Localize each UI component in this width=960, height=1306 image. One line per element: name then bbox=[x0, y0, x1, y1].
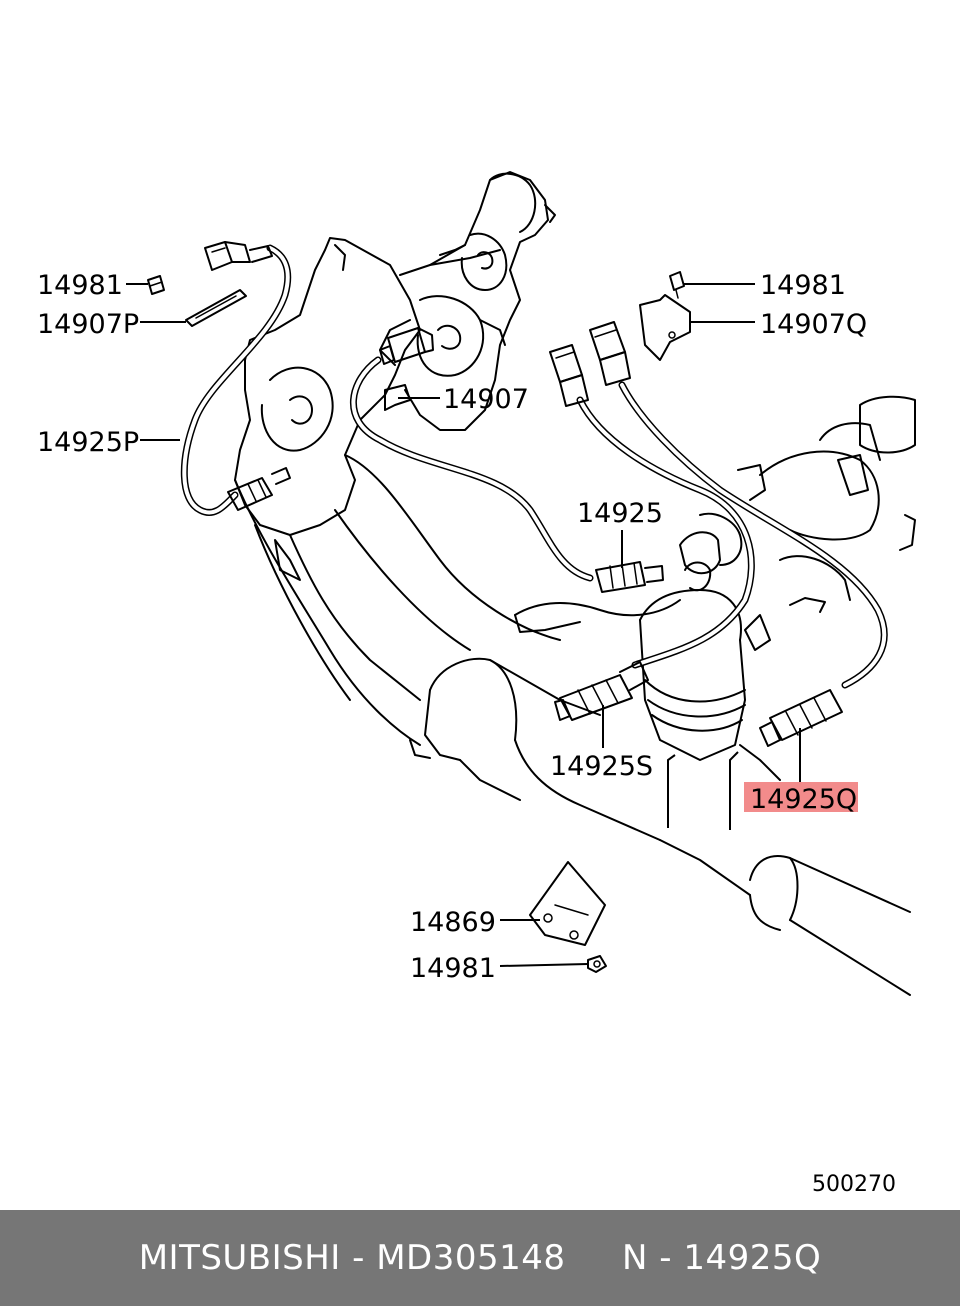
callout-14981-top-right: 14981 bbox=[760, 270, 846, 301]
exhaust-manifold-drawing bbox=[234, 171, 916, 996]
bracket-14907Q bbox=[639, 294, 691, 361]
oxygen-sensor-14925P bbox=[227, 467, 291, 511]
footer-bar: MITSUBISHI - MD305148 N - 14925Q bbox=[0, 1210, 960, 1306]
oxygen-sensor-14925 bbox=[595, 561, 664, 593]
bracket-14907 bbox=[384, 384, 411, 411]
bolt-14981-top-left bbox=[147, 275, 165, 295]
callout-14925Q: 14925Q bbox=[750, 784, 857, 815]
callout-14869: 14869 bbox=[410, 907, 496, 938]
parts-diagram: 14981 14907P 14925P 14907 14925 14925S 1… bbox=[37, 171, 916, 1197]
drawing-number: 500270 bbox=[812, 1172, 896, 1197]
callout-14925: 14925 bbox=[577, 498, 663, 529]
sensor-cables bbox=[180, 244, 888, 689]
callout-14907P: 14907P bbox=[37, 309, 139, 340]
callout-14907: 14907 bbox=[443, 384, 529, 415]
callout-14981-top-left: 14981 bbox=[37, 270, 123, 301]
connector-14925S bbox=[549, 344, 589, 407]
callout-14925P: 14925P bbox=[37, 427, 139, 458]
callout-14981-bottom: 14981 bbox=[410, 953, 496, 984]
bolt-14981-top-right bbox=[669, 271, 685, 299]
connector-14925P bbox=[204, 241, 273, 271]
oxygen-sensor-14925Q bbox=[759, 689, 843, 747]
connector-14925 bbox=[379, 327, 434, 365]
oxygen-sensor-14925S bbox=[554, 661, 649, 721]
callout-14925S: 14925S bbox=[550, 751, 653, 782]
callout-14907Q: 14907Q bbox=[760, 309, 867, 340]
bracket-14869 bbox=[529, 861, 606, 946]
highlight-box-14925Q bbox=[744, 782, 858, 812]
connector-14925Q bbox=[589, 321, 631, 386]
footer-part-label: MITSUBISHI - MD305148 N - 14925Q bbox=[138, 1238, 822, 1278]
nut-14981-bottom bbox=[587, 955, 607, 973]
bracket-14907P bbox=[185, 289, 247, 327]
leader-lines bbox=[126, 283, 801, 967]
